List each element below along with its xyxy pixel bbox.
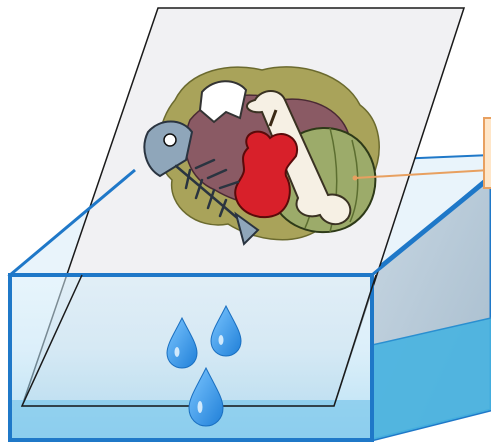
callout-anchor [353, 176, 358, 181]
drop-highlight [175, 347, 180, 357]
drop-highlight [219, 335, 224, 345]
callout-box [484, 118, 491, 188]
drop-highlight [198, 401, 203, 413]
clipart-fish-eye [164, 134, 176, 146]
